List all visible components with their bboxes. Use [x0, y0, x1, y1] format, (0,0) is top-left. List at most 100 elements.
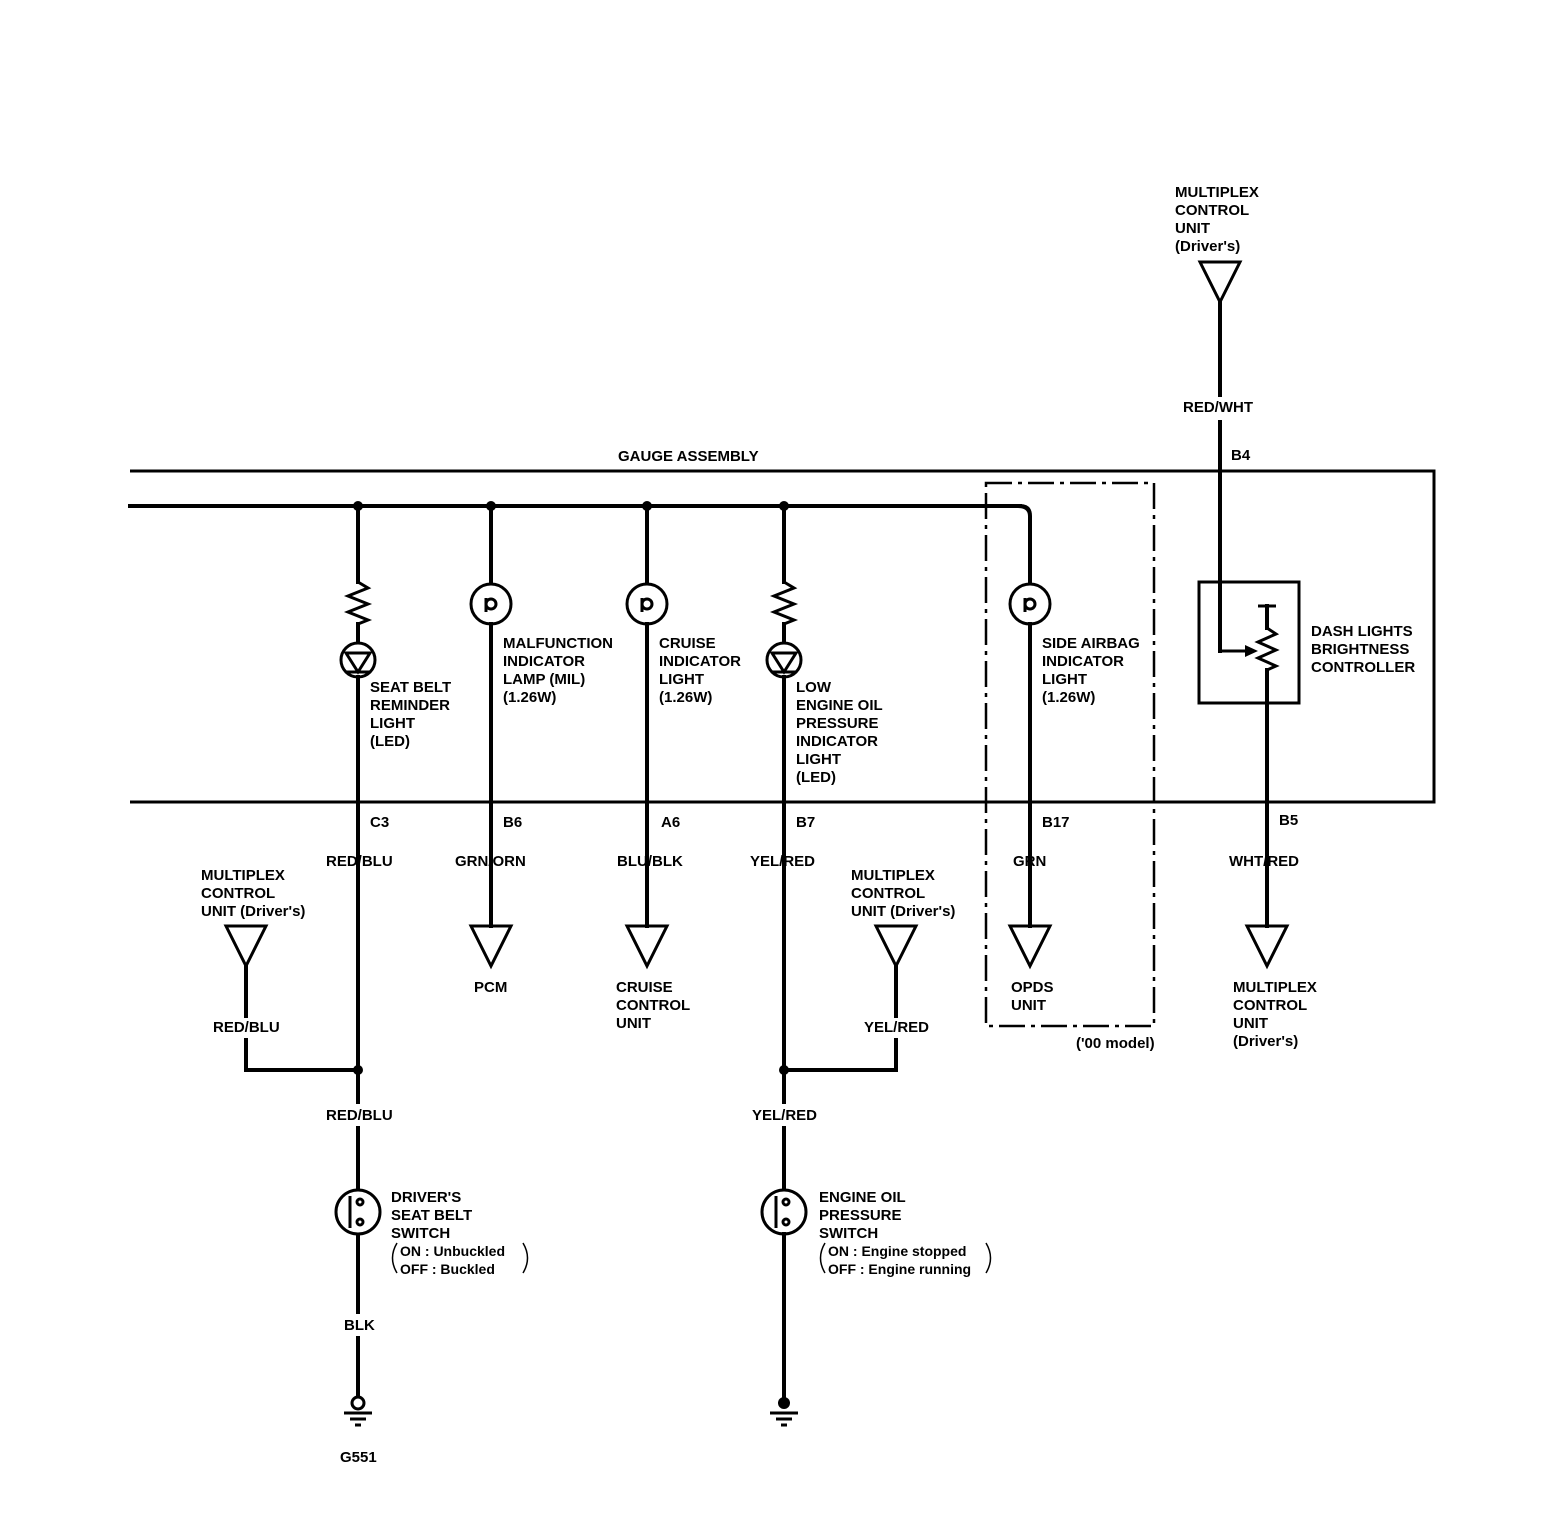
paren-right [985, 1242, 992, 1274]
seatbelt-led-label-3: LIGHT [370, 715, 415, 732]
mux-right-label-4: (Driver's) [1233, 1033, 1298, 1050]
ground-g551-icon [344, 1358, 372, 1427]
body-ground-icon [770, 1397, 798, 1427]
pin-b6: B6 [503, 814, 522, 831]
junction-dot [353, 1065, 363, 1075]
cruise-unit-label-2: CONTROL [616, 997, 690, 1014]
seatbelt-led-label-1: SEAT BELT [370, 679, 451, 696]
cruise-label-2: INDICATOR [659, 653, 741, 670]
mux-right-connector-icon [1244, 924, 1290, 970]
seatbelt-led-label-4: (LED) [370, 733, 410, 750]
wire-mux-mid-lower [782, 1038, 898, 1072]
resistor-icon [769, 580, 799, 626]
paren-right [522, 1242, 529, 1274]
wire-mux-left-lower [244, 1038, 360, 1072]
wire-label-blu-blk: BLU/BLK [617, 853, 683, 870]
wire-label-yel-red-bottom: YEL/RED [752, 1107, 817, 1124]
wire-label-yel-red-top: YEL/RED [750, 853, 815, 870]
seatbelt-led-label-2: REMINDER [370, 697, 450, 714]
cruise-label-3: LIGHT [659, 671, 704, 688]
mux-right-label-3: UNIT [1233, 1015, 1268, 1032]
mux-left-connector-icon [223, 924, 269, 970]
label-backdrop [322, 1104, 394, 1126]
mux-left-label-2: CONTROL [201, 885, 275, 902]
oil-switch-off-state: OFF : Engine running [828, 1261, 971, 1277]
seatbelt-led-icon [339, 641, 377, 679]
paren-left [819, 1242, 826, 1274]
pin-c3: C3 [370, 814, 389, 831]
top-mux-label-4: (Driver's) [1175, 238, 1240, 255]
top-multiplex-source: MULTIPLEX CONTROL UNIT (Driver's) [1175, 184, 1259, 306]
wire-label-red-blu-bottom: RED/BLU [326, 1107, 393, 1124]
top-mux-label-2: CONTROL [1175, 202, 1249, 219]
dimmer-box [1197, 580, 1301, 705]
wire-label-red-blu-mux: RED/BLU [213, 1019, 280, 1036]
oil-led-label-1: LOW [796, 679, 832, 696]
wire-label-grn-orn: GRN/ORN [455, 853, 526, 870]
seatbelt-switch-label-1: DRIVER'S [391, 1189, 461, 1206]
mil-bulb-icon [469, 582, 513, 626]
mux-mid-label-1: MULTIPLEX [851, 867, 935, 884]
top-mux-connector-icon [1197, 260, 1243, 306]
mil-label-3: LAMP (MIL) [503, 671, 585, 688]
cruise-label-1: CRUISE [659, 635, 716, 652]
label-backdrop [340, 1314, 380, 1336]
mil-label-2: INDICATOR [503, 653, 585, 670]
bus-to-airbag-wire [1017, 503, 1032, 588]
pin-a6: A6 [661, 814, 680, 831]
paren-left [391, 1242, 398, 1274]
airbag-label-1: SIDE AIRBAG [1042, 635, 1140, 652]
pcm-label: PCM [474, 979, 507, 996]
junction-dot [779, 1065, 789, 1075]
mux-right-label-2: CONTROL [1233, 997, 1307, 1014]
cruise-bulb-icon [625, 582, 669, 626]
top-mux-label-1: MULTIPLEX [1175, 184, 1259, 201]
mux-left-label-3: UNIT (Driver's) [201, 903, 305, 920]
opds-connector-icon [1007, 924, 1053, 970]
seatbelt-switch-label-3: SWITCH [391, 1225, 450, 1242]
resistor-icon [343, 580, 373, 626]
opds-label-2: UNIT [1011, 997, 1046, 1014]
wire-label-blk: BLK [344, 1317, 375, 1334]
dimmer-label-1: DASH LIGHTS [1311, 623, 1413, 640]
oil-pressure-switch-icon [760, 1188, 808, 1236]
cruise-label-4: (1.26W) [659, 689, 712, 706]
oil-led-label-5: LIGHT [796, 751, 841, 768]
model-00-dashed-outline [984, 481, 1156, 1028]
mux-mid-connector-icon [873, 924, 919, 970]
mux-left-label-1: MULTIPLEX [201, 867, 285, 884]
cruise-unit-connector-icon [624, 924, 670, 970]
top-mux-label-3: UNIT [1175, 220, 1210, 237]
pin-b7: B7 [796, 814, 815, 831]
cruise-unit-label-1: CRUISE [616, 979, 673, 996]
airbag-label-3: LIGHT [1042, 671, 1087, 688]
oil-switch-label-2: PRESSURE [819, 1207, 902, 1224]
oil-switch-on-state: ON : Engine stopped [828, 1243, 966, 1259]
pin-b17: B17 [1042, 814, 1070, 831]
seatbelt-switch-icon [334, 1188, 382, 1236]
model-note: ('00 model) [1076, 1035, 1155, 1052]
opds-label-1: OPDS [1011, 979, 1054, 996]
seatbelt-switch-off-state: OFF : Buckled [400, 1261, 495, 1277]
mux-mid-label-3: UNIT (Driver's) [851, 903, 955, 920]
dimmer-label-2: BRIGHTNESS [1311, 641, 1409, 658]
oil-led-label-3: PRESSURE [796, 715, 879, 732]
wire-label-red-blu-top: RED/BLU [326, 853, 393, 870]
oil-led-icon [765, 641, 803, 679]
mil-label-4: (1.26W) [503, 689, 556, 706]
cruise-unit-label-3: UNIT [616, 1015, 651, 1032]
rheostat-icon [1222, 604, 1280, 672]
airbag-label-2: INDICATOR [1042, 653, 1124, 670]
seatbelt-switch-on-state: ON : Unbuckled [400, 1243, 505, 1259]
wire-label-wht-red: WHT/RED [1229, 853, 1299, 870]
wire-label-red-wht: RED/WHT [1183, 399, 1253, 416]
oil-led-label-2: ENGINE OIL [796, 697, 883, 714]
oil-switch-label-1: ENGINE OIL [819, 1189, 906, 1206]
ground-label: G551 [340, 1449, 377, 1466]
pcm-connector-icon [468, 924, 514, 970]
wire-label-yel-red-mux: YEL/RED [864, 1019, 929, 1036]
pin-b5: B5 [1279, 812, 1298, 829]
dimmer-label-3: CONTROLLER [1311, 659, 1415, 676]
mux-right-label-1: MULTIPLEX [1233, 979, 1317, 996]
